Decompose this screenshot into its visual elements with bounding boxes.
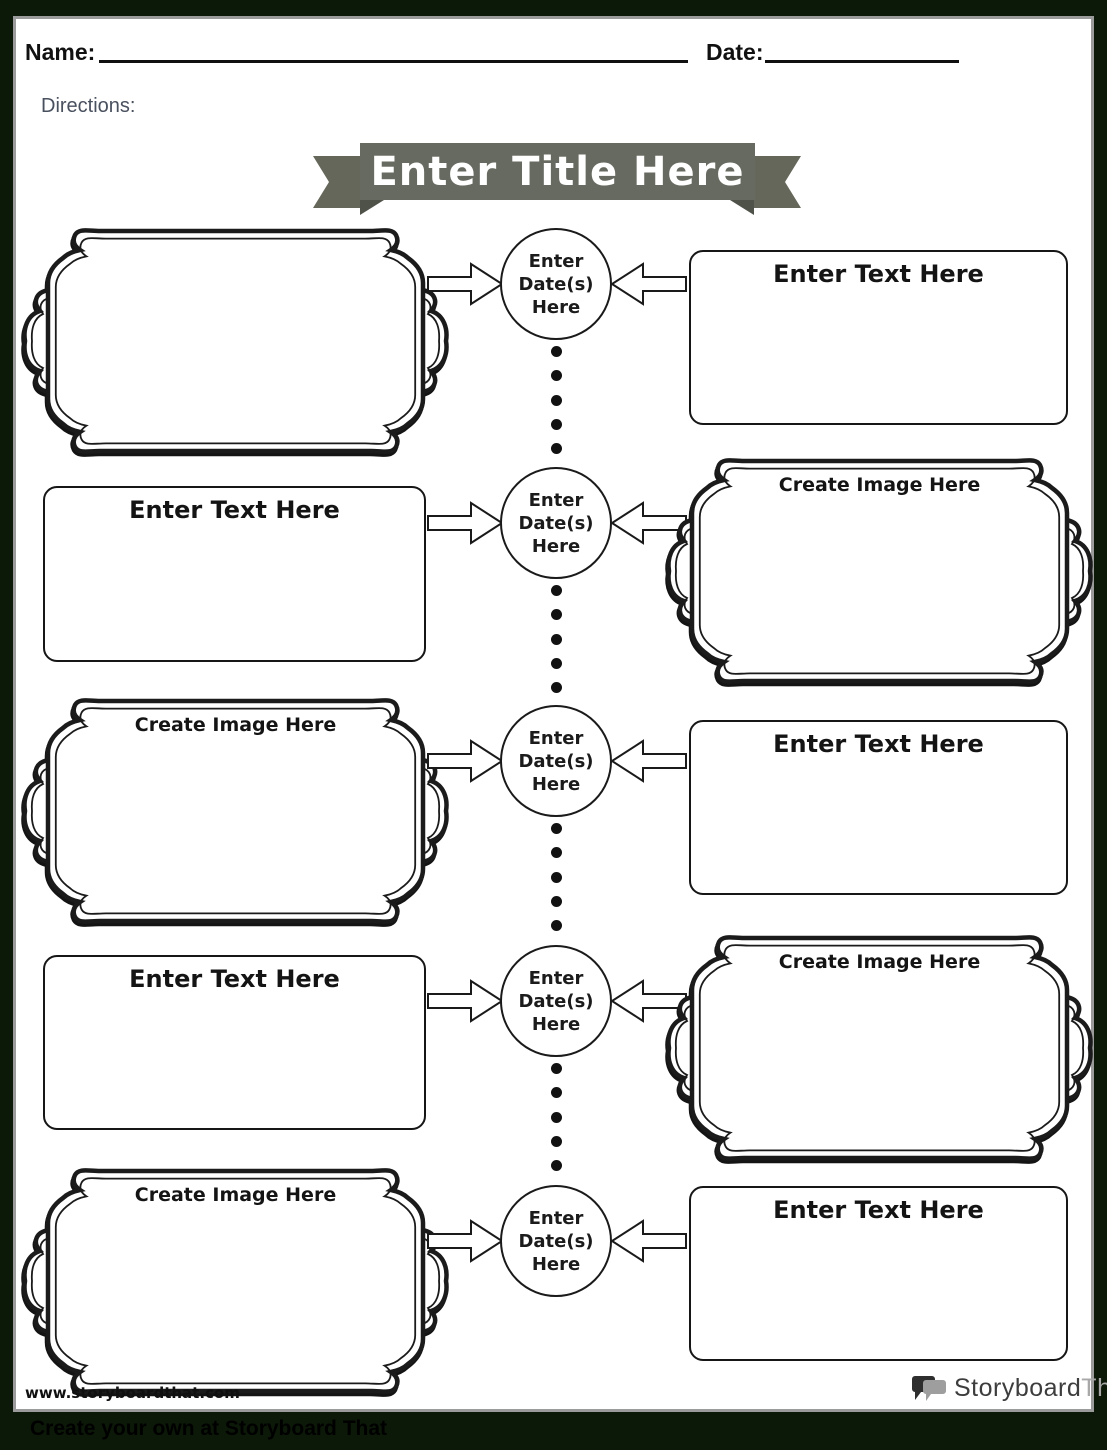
date-circle-line: Here (531, 535, 581, 557)
banner-fold-right (730, 200, 754, 215)
dot (550, 920, 562, 931)
arrow-left-icon (611, 263, 687, 305)
arrow-right-icon (427, 980, 503, 1022)
text-box[interactable]: Enter Text Here (689, 250, 1068, 425)
dot (550, 1111, 562, 1123)
date-circle-line: Date(s) (518, 1230, 594, 1252)
date-circle-line: Date(s) (518, 990, 594, 1012)
date-circle[interactable]: Enter Date(s) Here (500, 1185, 612, 1297)
text-box[interactable]: Enter Text Here (689, 1186, 1068, 1361)
image-frame-label: Create Image Here (778, 474, 981, 496)
banner-tail-right (751, 156, 801, 208)
date-circle-line: Here (531, 1013, 581, 1035)
text-box-label: Enter Text Here (773, 260, 984, 288)
date-circle[interactable]: Enter Date(s) Here (500, 467, 612, 579)
name-line[interactable] (99, 60, 688, 63)
date-circle-line: Date(s) (518, 512, 594, 534)
ornate-image-frame[interactable] (21, 218, 450, 464)
date-circle[interactable]: Enter Date(s) Here (500, 228, 612, 340)
dot (550, 895, 562, 907)
text-box-label: Enter Text Here (129, 965, 340, 993)
image-frame-label: Create Image Here (134, 714, 337, 736)
timeline-dots (550, 1063, 562, 1171)
dot (550, 1087, 562, 1099)
arrow-right-icon (427, 740, 503, 782)
banner-band[interactable]: Enter Title Here (360, 143, 755, 200)
text-box-label: Enter Text Here (773, 1196, 984, 1224)
banner-tail-left (313, 156, 363, 208)
worksheet-page: Name: Date: Directions: Enter Title Here… (13, 16, 1107, 1412)
date-circle-line: Enter (528, 250, 584, 272)
dot (550, 394, 562, 406)
logo-that-text: That (1081, 1373, 1107, 1402)
arrow-right-icon (427, 502, 503, 544)
date-circle-line: Enter (528, 489, 584, 511)
banner-title: Enter Title Here (370, 148, 745, 195)
date-circle-line: Enter (528, 727, 584, 749)
date-line[interactable] (765, 60, 959, 63)
dot (550, 633, 562, 645)
dot (550, 657, 562, 669)
dot (550, 871, 562, 883)
arrow-left-icon (611, 740, 687, 782)
date-circle-line: Enter (528, 1207, 584, 1229)
dot (550, 370, 562, 382)
image-frame-label: Create Image Here (778, 951, 981, 973)
image-frame-label: Create Image Here (134, 1184, 337, 1206)
dot (550, 847, 562, 859)
date-circle[interactable]: Enter Date(s) Here (500, 945, 612, 1057)
arrow-right-icon (427, 263, 503, 305)
directions-label: Directions: (41, 95, 136, 117)
text-box[interactable]: Enter Text Here (43, 486, 426, 662)
text-box[interactable]: Enter Text Here (689, 720, 1068, 895)
logo-storyboard-text: Storyboard (954, 1373, 1082, 1402)
arrow-right-icon (427, 1220, 503, 1262)
dot (550, 1063, 562, 1074)
dot (550, 682, 562, 693)
dot (550, 1135, 562, 1147)
arrow-left-icon (611, 1220, 687, 1262)
timeline-dots (550, 585, 562, 693)
dot (550, 823, 562, 834)
speech-bubble-icon (912, 1376, 946, 1401)
footer-tagline: Create your own at Storyboard That (30, 1417, 388, 1440)
date-circle-line: Date(s) (518, 273, 594, 295)
timeline-dots (550, 823, 562, 931)
date-circle[interactable]: Enter Date(s) Here (500, 705, 612, 817)
dot (550, 585, 562, 596)
banner-fold-left (360, 200, 384, 215)
date-circle-line: Date(s) (518, 750, 594, 772)
name-label: Name: (25, 39, 96, 65)
dot (550, 418, 562, 430)
date-label: Date: (706, 39, 764, 65)
dot (550, 443, 562, 454)
dot (550, 1160, 562, 1171)
footer-url: www.storyboardthat.com (25, 1384, 240, 1402)
text-box-label: Enter Text Here (773, 730, 984, 758)
text-box-label: Enter Text Here (129, 496, 340, 524)
dot (550, 609, 562, 621)
text-box[interactable]: Enter Text Here (43, 955, 426, 1130)
date-circle-line: Here (531, 296, 581, 318)
date-circle-line: Here (531, 1253, 581, 1275)
date-circle-line: Enter (528, 967, 584, 989)
timeline-dots (550, 346, 562, 454)
date-circle-line: Here (531, 773, 581, 795)
dot (550, 346, 562, 357)
